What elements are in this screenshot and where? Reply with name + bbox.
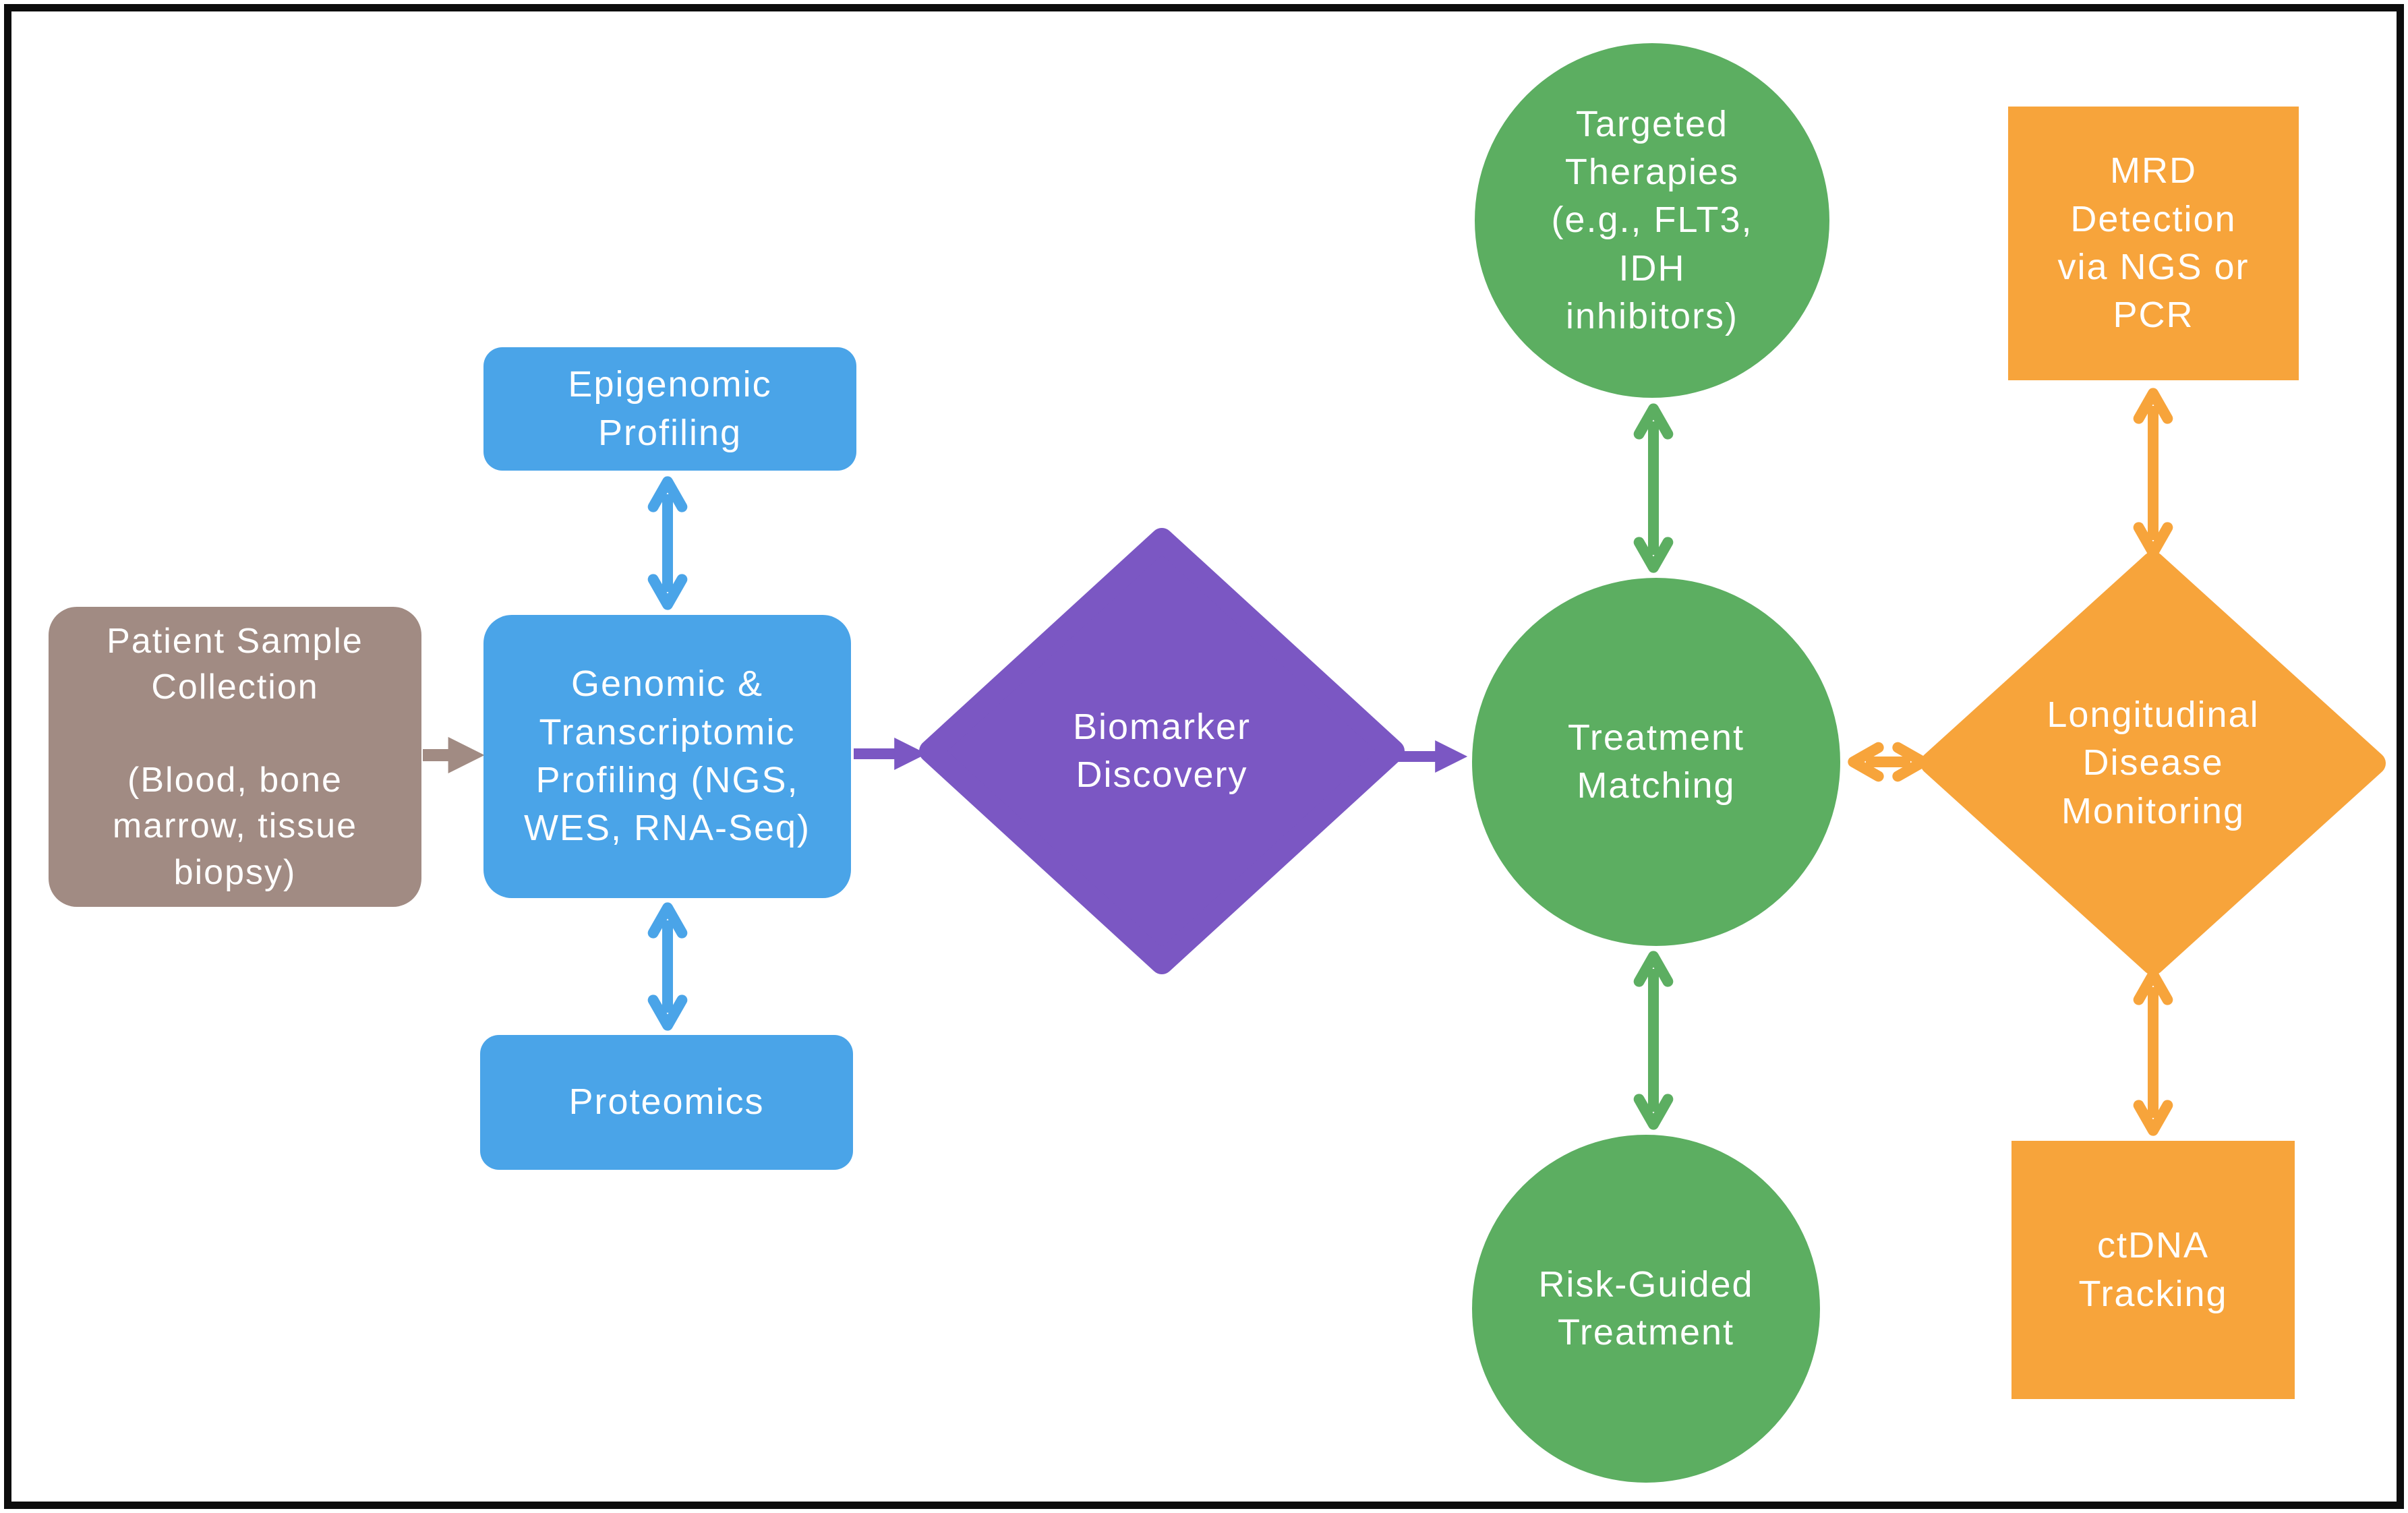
node-proteomics: Proteomics	[480, 1035, 853, 1170]
ctdna-tracking-label: ctDNA Tracking	[2078, 1225, 2228, 1314]
patient-sample-label: Patient Sample Collection (Blood, bone m…	[107, 621, 363, 892]
genomic-label: Genomic & Transcriptomic Profiling (NGS,…	[523, 663, 811, 849]
node-epigenomic-profiling: Epigenomic Profiling	[483, 347, 856, 471]
biomarker-discovery-diamond	[919, 528, 1405, 974]
proteomics-label: Proteomics	[568, 1081, 765, 1123]
node-ctdna-tracking: ctDNA Tracking	[2011, 1141, 2295, 1399]
longitudinal-monitoring-diamond	[1920, 552, 2386, 975]
treatment-matching-label: Treatment Matching	[1567, 717, 1745, 806]
longitudinal-label: Longitudinal Disease Monitoring	[2047, 694, 2260, 831]
node-mrd-detection: MRD Detection via NGS or PCR	[2008, 107, 2299, 380]
targeted-therapies-label: Targeted Therapies (e.g., FLT3, IDH inhi…	[1551, 103, 1753, 336]
risk-guided-label: Risk-Guided Treatment	[1538, 1264, 1754, 1353]
node-treatment-matching: Treatment Matching	[1472, 578, 1840, 946]
node-biomarker-discovery: Biomarker Discovery	[1040, 616, 1283, 886]
node-patient-sample-collection: Patient Sample Collection (Blood, bone m…	[49, 607, 421, 907]
biomarker-label: Biomarker Discovery	[1072, 706, 1252, 795]
node-genomic-transcriptomic-profiling: Genomic & Transcriptomic Profiling (NGS,…	[483, 615, 851, 898]
epigenomic-label: Epigenomic Profiling	[568, 364, 772, 453]
mrd-detection-label: MRD Detection via NGS or PCR	[2057, 150, 2250, 336]
node-longitudinal-disease-monitoring: Longitudinal Disease Monitoring	[2025, 628, 2281, 898]
node-targeted-therapies: Targeted Therapies (e.g., FLT3, IDH inhi…	[1475, 43, 1829, 398]
node-risk-guided-treatment: Risk-Guided Treatment	[1472, 1135, 1820, 1483]
